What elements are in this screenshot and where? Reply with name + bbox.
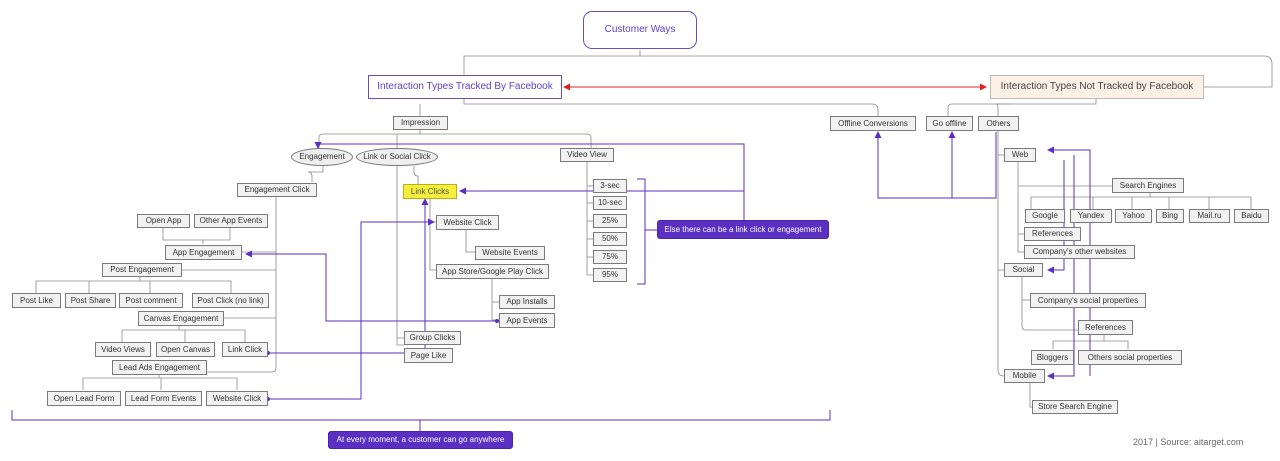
tracked-by-facebook-node: Interaction Types Tracked By Facebook [368, 75, 562, 99]
canvas-engagement-node: Canvas Engagement [138, 311, 224, 326]
video-10sec-node: 10-sec [593, 196, 627, 210]
search-engines-node: Search Engines [1112, 178, 1184, 193]
link-click-node: Link Click [222, 342, 268, 357]
yandex-node: Yandex [1070, 209, 1112, 223]
references-web-node: References [1024, 227, 1081, 241]
app-events-node: App Events [499, 313, 555, 328]
video-view-node: Video View [560, 148, 614, 162]
yahoo-node: Yahoo [1115, 209, 1152, 223]
company-social-properties-node: Company's social properties [1030, 293, 1146, 308]
website-click-left-node: Website Click [206, 391, 268, 406]
mobile-node: Mobile [1004, 369, 1045, 383]
video-95-node: 95% [593, 268, 627, 282]
root-node: Customer Ways [583, 11, 697, 49]
post-like-node: Post Like [12, 293, 61, 308]
group-clicks-node: Group Clicks [404, 331, 461, 345]
open-lead-form-node: Open Lead Form [47, 391, 121, 406]
open-canvas-node: Open Canvas [156, 342, 215, 357]
go-offline-node: Go offline [926, 116, 973, 131]
link-clicks-node: Link Clicks [403, 184, 457, 199]
video-75-node: 75% [593, 250, 627, 264]
impression-node: Impression [393, 116, 448, 130]
app-store-google-play-click-node: App Store/Google Play Click [436, 264, 549, 279]
video-3sec-node: 3-sec [593, 179, 627, 193]
anywhere-note: At every moment, a customer can go anywh… [328, 431, 513, 449]
not-tracked-by-facebook-node: Interaction Types Not Tracked by Faceboo… [990, 75, 1204, 99]
lead-form-events-node: Lead Form Events [125, 391, 202, 406]
others-social-properties-node: Others social properties [1078, 350, 1182, 365]
engagement-click-node: Engagement Click [237, 183, 317, 197]
app-engagement-node: App Engagement [165, 245, 242, 260]
video-25-node: 25% [593, 214, 627, 228]
post-share-node: Post Share [65, 293, 116, 308]
else-link-click-note: Else there can be a link click or engage… [657, 220, 829, 239]
other-app-events-node: Other App Events [194, 214, 268, 228]
open-app-node: Open App [137, 214, 190, 228]
social-node: Social [1004, 263, 1043, 277]
web-node: Web [1004, 148, 1036, 162]
app-installs-node: App Installs [499, 295, 555, 309]
post-engagement-node: Post Engagement [102, 263, 182, 277]
post-comment-node: Post comment [119, 293, 183, 308]
engagement-node: Engagement [291, 148, 353, 166]
offline-conversions-node: Offline Conversions [830, 116, 916, 131]
video-views-node: Video Views [95, 342, 151, 357]
store-search-engine-node: Store Search Engine [1032, 400, 1118, 414]
google-node: Google [1025, 209, 1065, 223]
website-click-node: Website Click [436, 215, 499, 230]
video-50-node: 50% [593, 232, 627, 246]
source-footer: 2017 | Source: aitarget.com [1133, 437, 1244, 447]
baidu-node: Baidu [1234, 209, 1269, 223]
bing-node: Bing [1156, 209, 1184, 223]
others-node: Others [978, 116, 1019, 131]
link-or-social-click-node: Link or Social Click [356, 148, 438, 166]
company-other-websites-node: Company's other websites [1024, 245, 1135, 259]
website-events-node: Website Events [475, 246, 545, 260]
flow-arrows [245, 142, 1091, 401]
references-social-node: References [1078, 320, 1133, 335]
lead-ads-engagement-node: Lead Ads Engagement [112, 360, 207, 375]
page-like-node: Page Like [404, 348, 453, 363]
post-click-no-link-node: Post Click (no link) [192, 293, 269, 308]
bloggers-node: Bloggers [1031, 350, 1074, 365]
mailru-node: Mail.ru [1189, 209, 1230, 223]
offline-arrows [874, 131, 997, 199]
